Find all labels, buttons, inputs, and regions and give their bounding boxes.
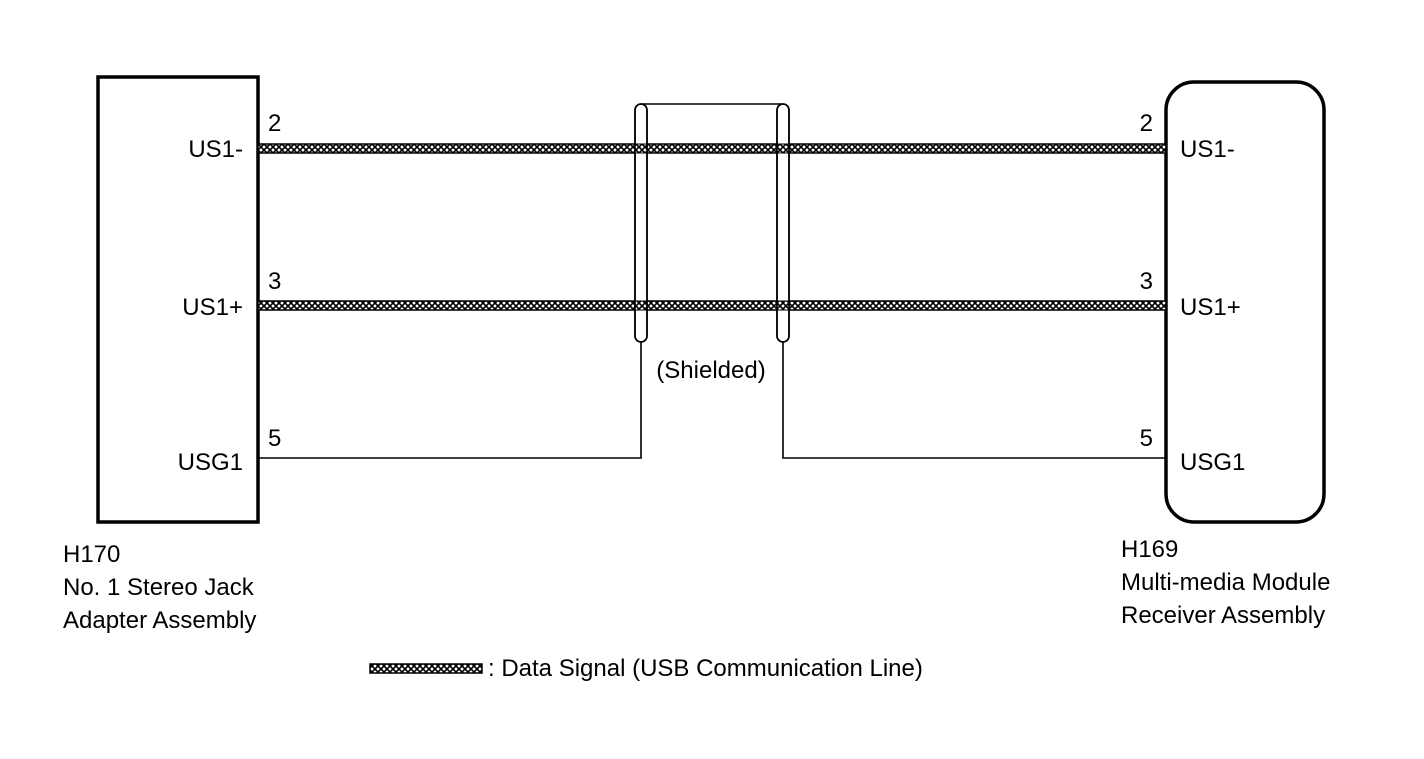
left-pin-number-us1-plus: 3	[268, 268, 281, 295]
left-pin-number-usg1: 5	[268, 425, 281, 452]
shield-symbol	[634, 103, 790, 343]
right-pin-signal-us1-plus: US1+	[1180, 294, 1241, 321]
right-pin-signal-us1-minus: US1-	[1180, 136, 1235, 163]
left-component-name-line1: No. 1 Stereo Jack	[63, 574, 255, 601]
left-pin-signal-us1-minus: US1-	[188, 136, 243, 163]
legend: : Data Signal (USB Communication Line)	[369, 655, 923, 682]
right-component-name-line1: Multi-media Module	[1121, 569, 1330, 596]
legend-text: : Data Signal (USB Communication Line)	[488, 655, 923, 682]
left-component-name-line2: Adapter Assembly	[63, 607, 256, 634]
wire-us1-minus	[257, 143, 1167, 154]
wire-us1-plus	[257, 300, 1167, 311]
right-component-code: H169	[1121, 536, 1178, 563]
shield-label: (Shielded)	[656, 357, 765, 384]
left-pin-signal-usg1: USG1	[178, 449, 243, 476]
right-pin-signal-usg1: USG1	[1180, 449, 1245, 476]
left-pin-signal-us1-plus: US1+	[182, 294, 243, 321]
left-component-code: H170	[63, 541, 120, 568]
right-pin-number-us1-plus: 3	[1140, 268, 1153, 295]
left-pin-number-us1-minus: 2	[268, 110, 281, 137]
hatched-line-icon	[369, 663, 483, 674]
right-pin-number-usg1: 5	[1140, 425, 1153, 452]
right-component-name-line2: Receiver Assembly	[1121, 602, 1325, 629]
wire-usg1-right	[782, 342, 1166, 459]
right-pin-number-us1-minus: 2	[1140, 110, 1153, 137]
wire-usg1-left	[258, 342, 642, 459]
left-component-box	[96, 75, 260, 524]
